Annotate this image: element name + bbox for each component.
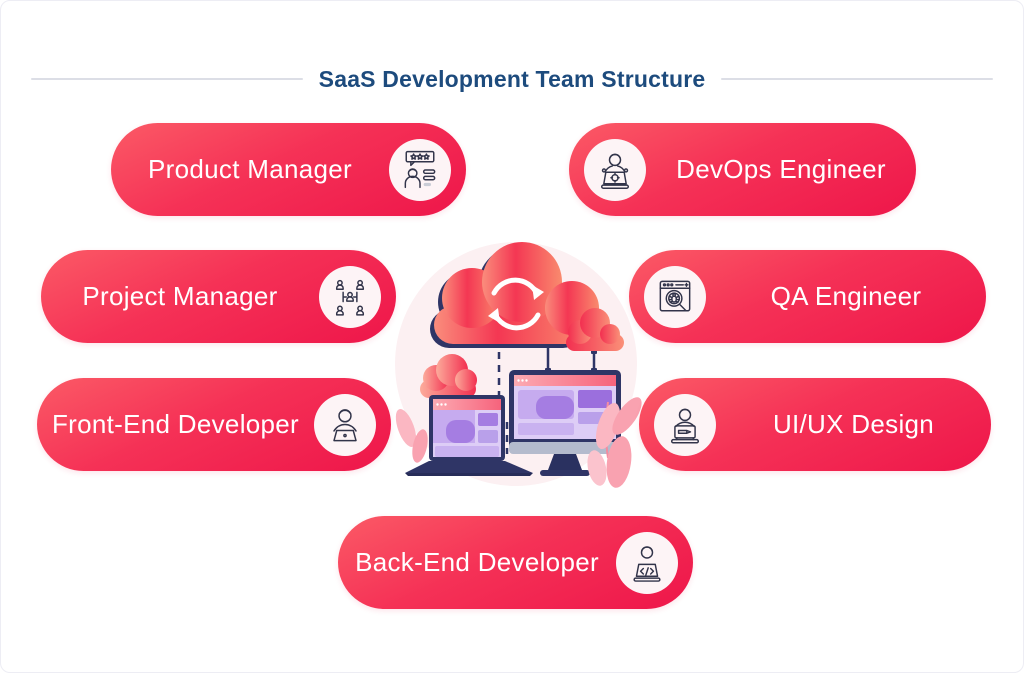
laptop <box>405 395 533 476</box>
cloud-sync-devices-illustration <box>386 229 646 489</box>
back-end-developer-icon <box>616 531 678 594</box>
title-divider-left <box>31 78 303 80</box>
pill-label: Product Manager <box>148 154 352 184</box>
pill-front-end-developer: Front-End Developer <box>37 378 391 471</box>
pill-project-manager: Project Manager <box>41 250 396 343</box>
qa-engineer-icon <box>644 265 706 328</box>
pill-qa-engineer: QA Engineer <box>629 250 986 343</box>
pill-label: Back-End Developer <box>355 547 599 577</box>
pill-devops-engineer: DevOps Engineer <box>569 123 916 216</box>
right-leaves <box>587 397 642 488</box>
small-cloud-right <box>566 308 624 351</box>
cloud-illustration-svg <box>395 242 642 488</box>
pill-label: Project Manager <box>82 281 278 311</box>
front-end-developer-icon <box>314 393 376 456</box>
product-manager-icon <box>389 138 451 201</box>
page-title: SaaS Development Team Structure <box>318 65 706 92</box>
pill-ui-ux-design: UI/UX Design <box>639 378 991 471</box>
left-leaves <box>395 409 428 463</box>
ui-ux-design-icon <box>654 393 716 456</box>
project-manager-icon <box>319 265 381 328</box>
pill-product-manager: Product Manager <box>111 123 466 216</box>
title-divider-right <box>721 78 993 80</box>
pill-label: DevOps Engineer <box>676 154 886 184</box>
title-row: SaaS Development Team Structure <box>31 63 993 95</box>
pill-label: QA Engineer <box>770 281 922 311</box>
pill-back-end-developer: Back-End Developer <box>338 516 693 609</box>
devops-engineer-icon <box>584 138 646 201</box>
pill-label: UI/UX Design <box>772 409 935 439</box>
small-cloud-left <box>420 354 477 398</box>
sync-arrows-icon <box>488 277 544 331</box>
pill-label: Front-End Developer <box>51 409 300 439</box>
